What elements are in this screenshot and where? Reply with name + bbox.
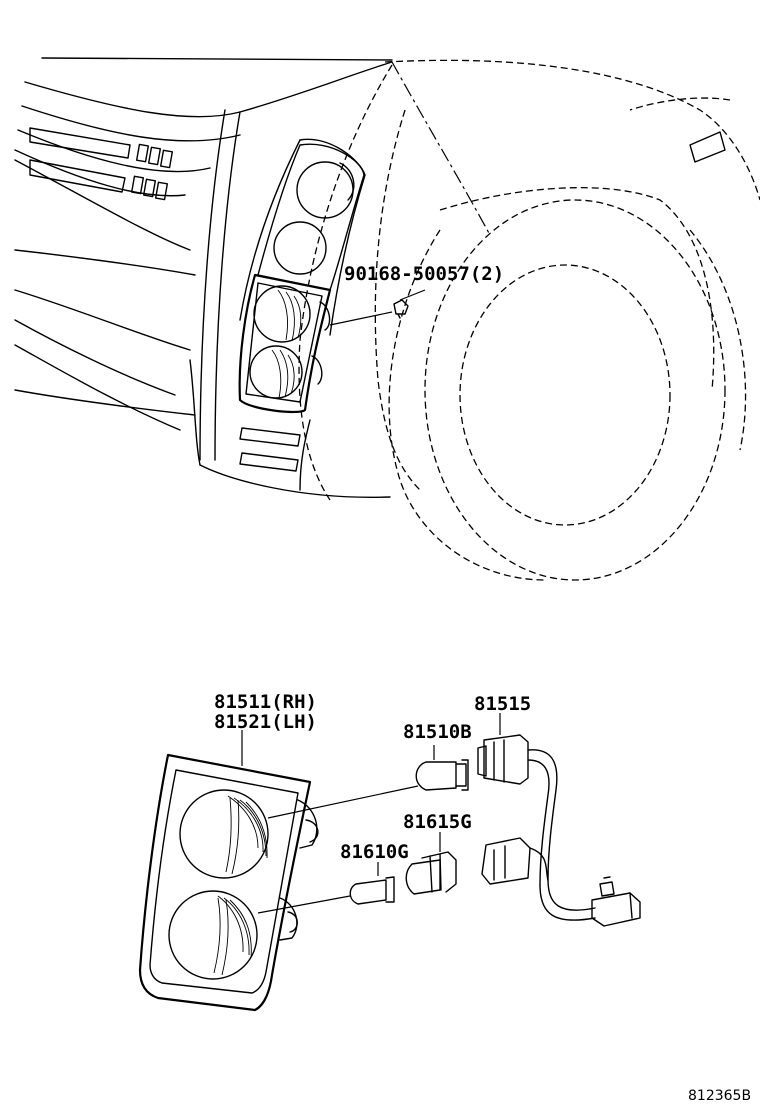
part-label-lamp-lh: 81521(LH) [214, 711, 317, 733]
part-label-socket-81615G: 81615G [403, 811, 472, 833]
part-label-bulb-81510B: 81510B [403, 721, 472, 743]
part-label-bolt: 90168-50057(2) [344, 263, 504, 285]
socket-wire-81515 [477, 713, 641, 927]
bolt-90168 [329, 289, 426, 326]
illustration-code: 812365B [688, 1088, 751, 1104]
installed-lamp [238, 143, 365, 414]
socket-81615G [405, 832, 457, 895]
part-label-bulb-81610G: 81610G [340, 841, 409, 863]
part-label-lamp-rh: 81511(RH) [214, 691, 317, 713]
part-label-socket-81515: 81515 [474, 693, 531, 715]
rear-lamp-assembly [138, 730, 319, 1012]
bulb-81610G [257, 862, 395, 914]
bulb-81510B [267, 745, 469, 819]
vehicle-rear-corner [14, 57, 760, 581]
